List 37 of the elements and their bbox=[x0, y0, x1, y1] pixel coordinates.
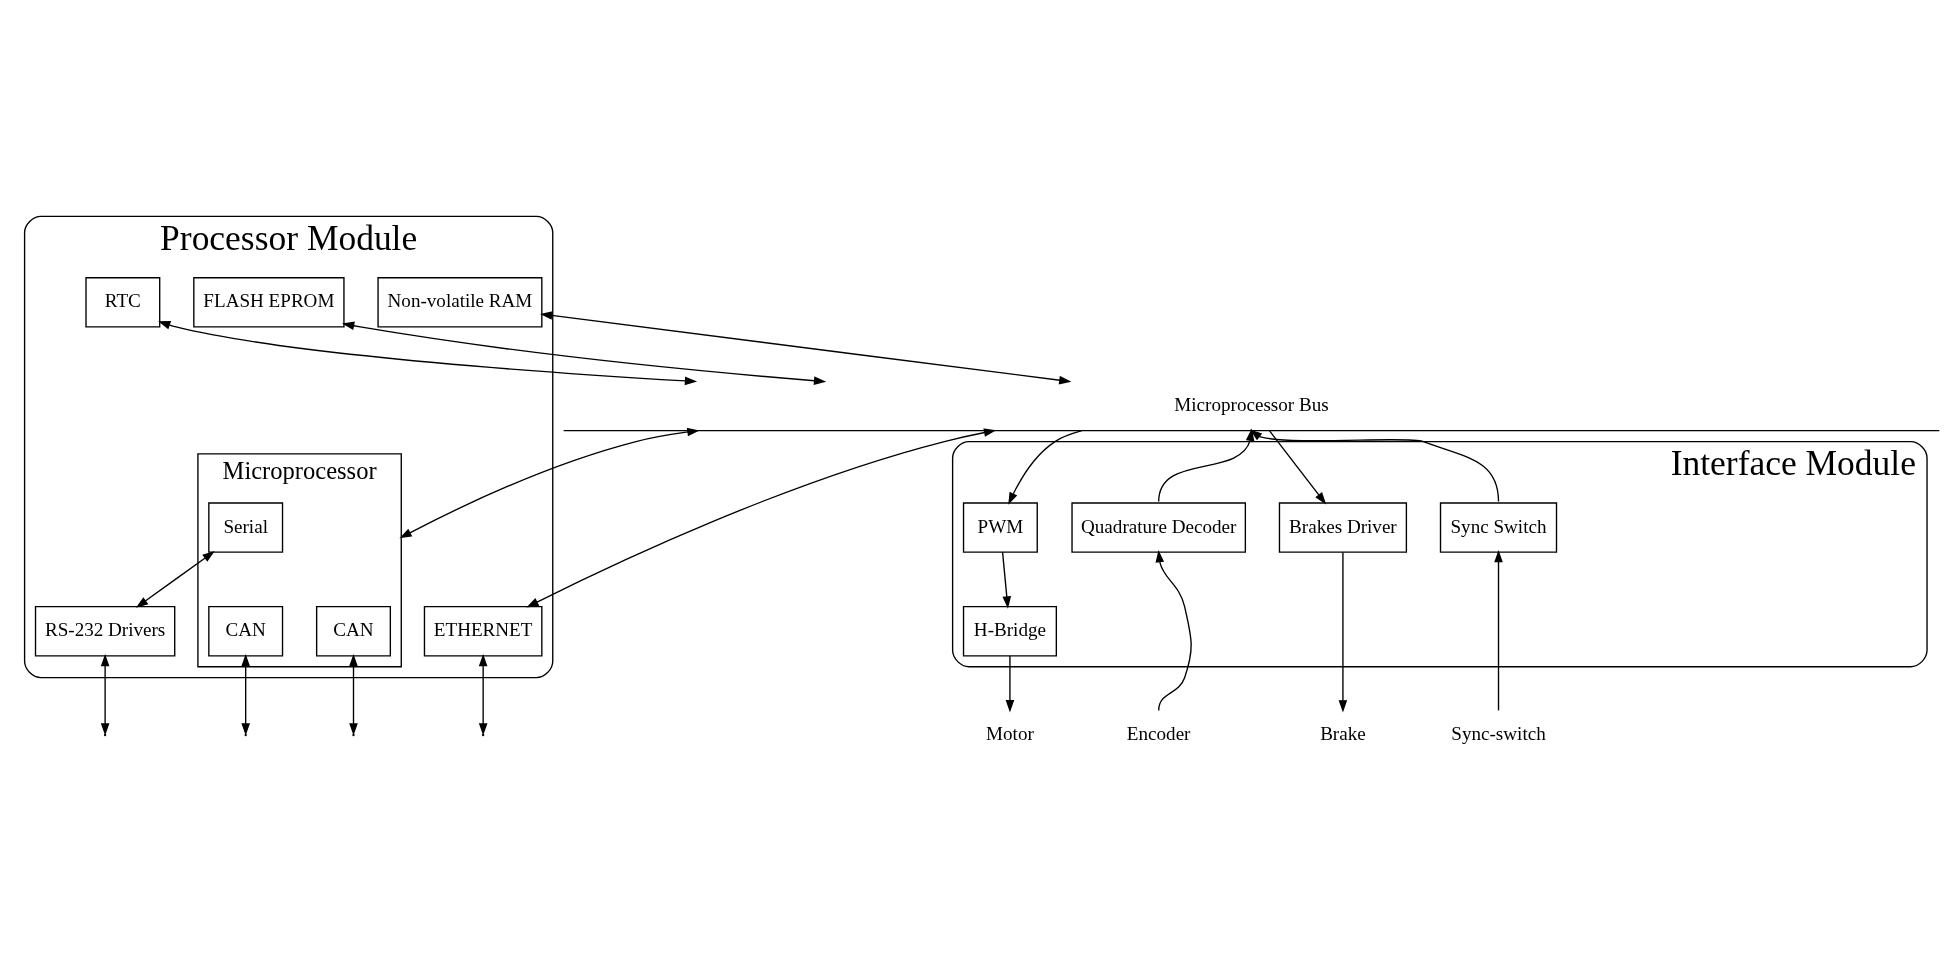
arrow bbox=[1268, 430, 1327, 505]
arrow bbox=[349, 654, 358, 736]
arrow bbox=[158, 321, 698, 386]
arrow bbox=[1155, 550, 1192, 712]
arrow bbox=[342, 321, 827, 385]
arrow bbox=[399, 427, 700, 539]
node-box: RS-232 Drivers bbox=[34, 606, 176, 657]
arrow bbox=[1338, 551, 1348, 713]
node-text: Brake bbox=[1320, 723, 1366, 745]
arrow bbox=[1005, 655, 1015, 713]
node-box: Sync Switch bbox=[1439, 502, 1558, 553]
node-box: CAN bbox=[315, 606, 392, 657]
node-box: RTC bbox=[85, 277, 161, 328]
node-text: Encoder bbox=[1126, 723, 1191, 745]
arrow bbox=[135, 551, 215, 608]
arrow bbox=[540, 311, 1072, 385]
node-text: Sync-switch bbox=[1451, 723, 1546, 745]
arrow bbox=[1494, 550, 1503, 712]
arrow bbox=[241, 654, 250, 736]
node-box: H-Bridge bbox=[962, 606, 1057, 657]
node-box: Brakes Driver bbox=[1278, 502, 1408, 553]
arrow bbox=[1008, 430, 1083, 505]
node-box: Non-volatile RAM bbox=[377, 277, 543, 328]
arrow bbox=[526, 428, 997, 608]
arrow bbox=[478, 654, 488, 736]
arrow bbox=[100, 654, 110, 736]
node-box: CAN bbox=[208, 606, 284, 657]
node-box: FLASH EPROM bbox=[193, 277, 345, 328]
node-box: Quadrature Decoder bbox=[1071, 502, 1247, 553]
arrow bbox=[1158, 428, 1255, 503]
node-box: Serial bbox=[208, 502, 284, 553]
node-box: PWM bbox=[962, 502, 1038, 553]
arrow bbox=[1001, 551, 1012, 609]
arrow bbox=[1249, 429, 1500, 503]
node-box: ETHERNET bbox=[423, 606, 543, 657]
node-text: Motor bbox=[986, 723, 1034, 745]
node-text: Microprocessor Bus bbox=[1174, 394, 1329, 416]
